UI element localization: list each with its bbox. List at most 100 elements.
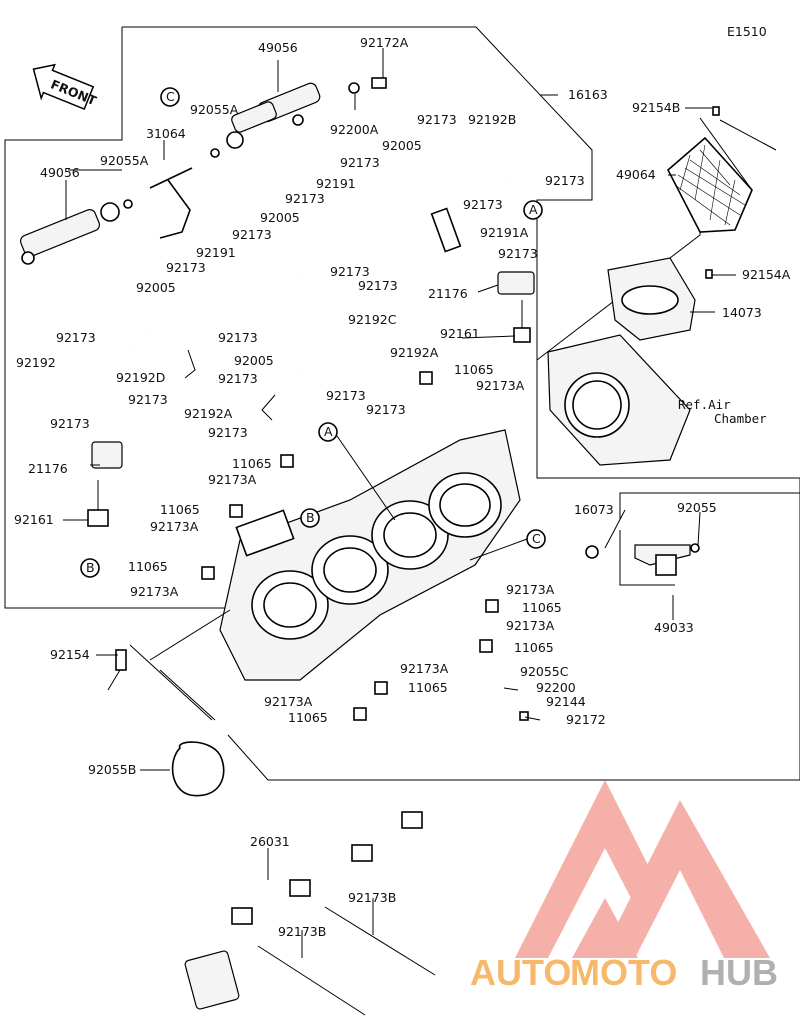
intake-funnel xyxy=(607,257,696,341)
label-92172A: 92172A xyxy=(360,35,409,50)
label-92173A-e: 92173A xyxy=(506,582,555,597)
bolt-92154 xyxy=(107,649,127,691)
label-92144: 92144 xyxy=(546,694,586,709)
label-92055B: 92055B xyxy=(88,762,136,777)
label-92173-k: 92173 xyxy=(56,330,96,345)
label-92173-l: 92173 xyxy=(218,330,258,345)
label-92173-j: 92173 xyxy=(358,278,398,293)
label-92173-e: 92173 xyxy=(463,197,503,212)
label-92055A-top: 92055A xyxy=(190,102,239,117)
part-labels: 16163 49056 92172A 92055A 92200A 31064 9… xyxy=(14,35,791,939)
label-92173A-g: 92173A xyxy=(400,661,449,676)
label-92055C: 92055C xyxy=(520,664,569,679)
svg-text:HUB: HUB xyxy=(700,952,778,993)
label-92173-r: 92173 xyxy=(208,425,248,440)
label-92005-d: 92005 xyxy=(234,353,274,368)
label-11065-f: 11065 xyxy=(514,640,554,655)
label-49033: 49033 xyxy=(654,620,694,635)
label-92173A-d: 92173A xyxy=(130,584,179,599)
vacuum-hoses xyxy=(73,146,507,421)
callout-A-mid: A xyxy=(318,422,396,521)
label-21176-right: 21176 xyxy=(428,286,468,301)
label-92005-c: 92005 xyxy=(136,280,176,295)
label-92191-b: 92191 xyxy=(196,245,236,260)
label-92200A: 92200A xyxy=(330,122,379,137)
label-92154: 92154 xyxy=(50,647,90,662)
label-26031: 26031 xyxy=(250,834,290,849)
sensor-21176-left xyxy=(87,441,123,527)
svg-text:A: A xyxy=(529,202,538,217)
label-92154A: 92154A xyxy=(742,267,791,282)
label-92192: 92192 xyxy=(16,355,56,370)
svg-text:C: C xyxy=(532,531,541,546)
label-92173A-a: 92173A xyxy=(476,378,525,393)
label-92154B: 92154B xyxy=(632,100,680,115)
label-11065-c: 11065 xyxy=(160,502,200,517)
svg-text:MOTO: MOTO xyxy=(570,952,677,993)
joint-pipe xyxy=(149,167,193,239)
label-11065-e: 11065 xyxy=(522,600,562,615)
label-11065-a: 11065 xyxy=(454,362,494,377)
label-92173-b: 92173 xyxy=(340,155,380,170)
wire-harness xyxy=(184,811,426,1010)
label-49056-left: 49056 xyxy=(40,165,80,180)
label-92173-p: 92173 xyxy=(366,402,406,417)
label-92173A-c: 92173A xyxy=(150,519,199,534)
diagram-code: E1510 xyxy=(727,24,767,39)
label-92055: 92055 xyxy=(677,500,717,515)
label-92172: 92172 xyxy=(566,712,606,727)
label-92192A-a: 92192A xyxy=(390,345,439,360)
label-92191-a: 92191 xyxy=(316,176,356,191)
label-92173A-f: 92173A xyxy=(506,618,555,633)
bolt-icon xyxy=(371,77,387,89)
o-ring xyxy=(210,148,220,158)
label-92192A-b: 92192A xyxy=(184,406,233,421)
label-92192C: 92192C xyxy=(348,312,397,327)
svg-text:AUTO: AUTO xyxy=(470,952,571,993)
label-92161-left: 92161 xyxy=(14,512,54,527)
svg-text:B: B xyxy=(306,510,315,525)
callout-B-low: B xyxy=(80,558,100,578)
small-fittings xyxy=(201,371,541,721)
label-92173A-b: 92173A xyxy=(208,472,257,487)
label-92173-q: 92173 xyxy=(50,416,90,431)
label-49056-top: 49056 xyxy=(258,40,298,55)
label-11065-d: 11065 xyxy=(128,559,168,574)
label-11065-h: 11065 xyxy=(288,710,328,725)
watermark-logo xyxy=(515,780,770,958)
label-ref-air: Ref.Air xyxy=(678,397,731,412)
label-92173-n: 92173 xyxy=(326,388,366,403)
label-92173-o: 92173 xyxy=(128,392,168,407)
label-14073: 14073 xyxy=(722,305,762,320)
callout-C-top: C xyxy=(160,87,180,107)
cable-ties xyxy=(257,906,436,1016)
label-92173-i: 92173 xyxy=(330,264,370,279)
assembly-frame xyxy=(122,26,800,781)
label-31064: 31064 xyxy=(146,126,186,141)
label-92192D: 92192D xyxy=(116,370,165,385)
svg-text:B: B xyxy=(86,560,95,575)
label-92173A-h: 92173A xyxy=(264,694,313,709)
gasket-92055B xyxy=(129,609,231,797)
injector-49033 xyxy=(585,492,800,586)
label-92173-d: 92173 xyxy=(285,191,325,206)
label-49064: 49064 xyxy=(616,167,656,182)
screen-49064 xyxy=(667,136,753,233)
label-92173-a: 92173 xyxy=(417,112,457,127)
label-11065-g: 11065 xyxy=(408,680,448,695)
label-92192B: 92192B xyxy=(468,112,516,127)
label-92173-g: 92173 xyxy=(498,246,538,261)
label-92191A: 92191A xyxy=(480,225,529,240)
label-92173B-b: 92173B xyxy=(278,924,326,939)
label-11065-b: 11065 xyxy=(232,456,272,471)
label-92200: 92200 xyxy=(536,680,576,695)
callout-A-top: A xyxy=(523,200,543,220)
callout-C-mid: C xyxy=(469,529,546,561)
throttle-body xyxy=(219,429,521,681)
watermark-text: AUTO MOTO HUB xyxy=(470,952,778,993)
label-92173-c: 92173 xyxy=(545,173,585,188)
sensor-21176-right xyxy=(497,271,535,343)
label-92173B-a: 92173B xyxy=(348,890,396,905)
leader-lines xyxy=(63,48,777,958)
